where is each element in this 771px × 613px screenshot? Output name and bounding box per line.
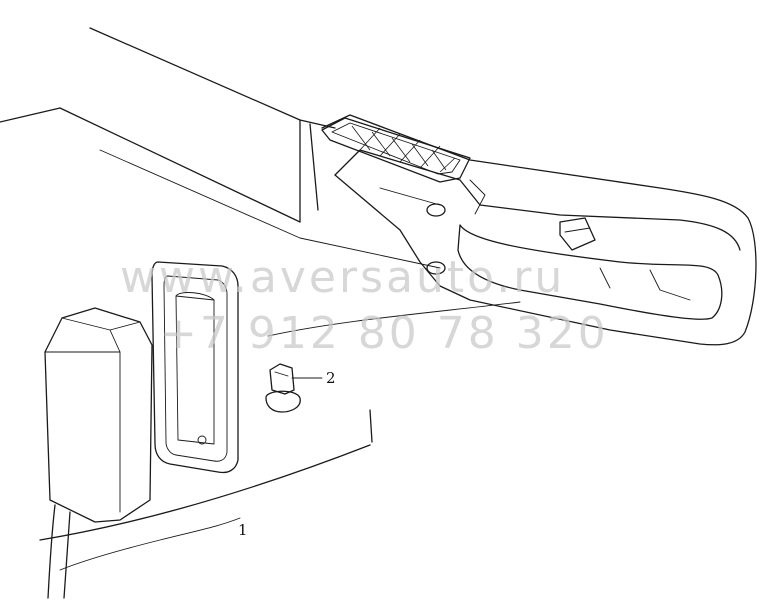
leader-lines [39,301,521,571]
callout-1: 1 [238,521,248,539]
side-lamp-housing [44,307,153,599]
callout-2: 2 [326,369,336,387]
cab-body-outline [0,27,441,269]
step-plate-mesh [321,117,471,183]
watermark-phone: +7 912 80 78 320 [160,308,609,359]
lamp-frame-bezel [151,261,239,474]
watermark-url: www.aversauto.ru [120,252,565,303]
lamp-bulb [265,363,301,413]
front-bumper [321,114,757,346]
